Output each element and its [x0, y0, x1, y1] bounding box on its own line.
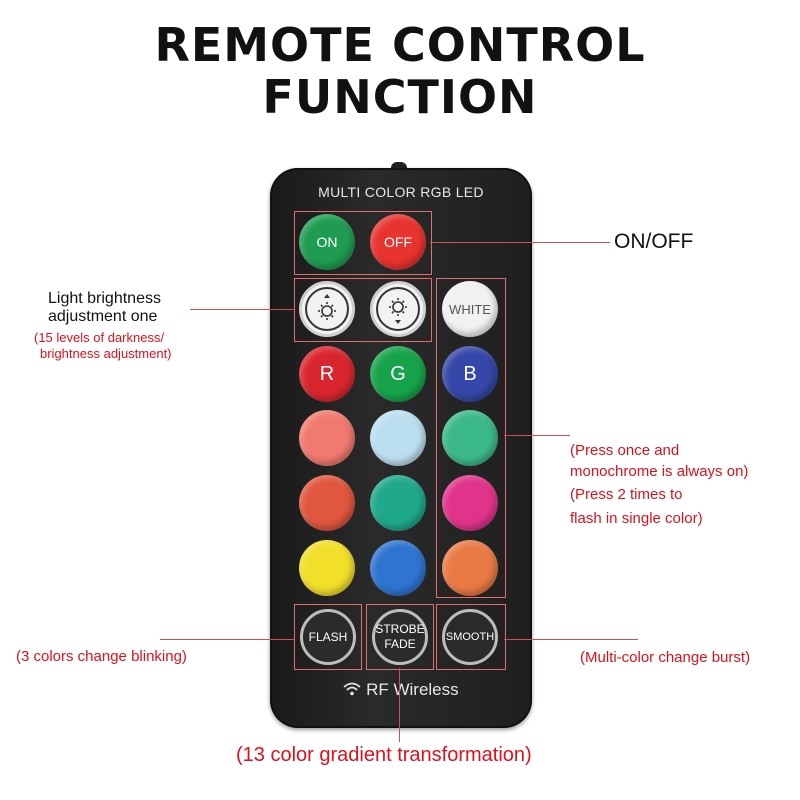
title-line-2: FUNCTION	[262, 70, 538, 124]
brightness-up-icon	[318, 294, 336, 320]
smooth-leader	[504, 639, 638, 640]
smooth-note: (Multi-color change burst)	[580, 649, 751, 666]
brightness-leader	[190, 309, 294, 310]
off-label: OFF	[384, 234, 412, 250]
brightness-box	[294, 278, 432, 342]
wireless-icon	[343, 682, 361, 696]
color-button[interactable]	[370, 540, 426, 596]
r-label: R	[319, 362, 335, 385]
color-button[interactable]	[442, 475, 498, 531]
onoff-annotation: ON/OFF	[614, 230, 694, 253]
on-label: ON	[316, 234, 338, 250]
color-grid-box	[436, 278, 506, 598]
press-note-1: (Press once and	[570, 442, 680, 459]
flash-box	[294, 604, 362, 670]
brightness-note-2: brightness adjustment)	[40, 346, 172, 361]
color-button[interactable]	[442, 410, 498, 466]
rf-wireless-label-wrap: RF Wireless	[270, 680, 532, 700]
brightness-title-1: Light brightness	[48, 290, 161, 307]
off-button[interactable]: OFF	[370, 214, 426, 270]
brightness-up-button[interactable]	[299, 281, 355, 337]
green-button[interactable]: G	[370, 346, 426, 402]
fade-label: FADE	[384, 637, 416, 651]
blue-button[interactable]: B	[442, 346, 498, 402]
smooth-button[interactable]: SMOOTH	[442, 609, 498, 665]
onoff-box	[294, 211, 432, 275]
color-button[interactable]	[370, 475, 426, 531]
strobe-box	[366, 604, 434, 670]
press-note-2: monochrome is always on)	[570, 463, 749, 480]
gradient-note: (13 color gradient transformation)	[236, 744, 532, 766]
flash-note: (3 colors change blinking)	[16, 648, 187, 665]
red-button[interactable]: R	[299, 346, 355, 402]
brightness-note-1: (15 levels of darkness/	[34, 330, 165, 345]
color-button[interactable]	[370, 410, 426, 466]
flash-button[interactable]: FLASH	[300, 609, 356, 665]
remote-notch	[391, 162, 407, 172]
title-line-1: REMOTE CONTROL	[154, 18, 646, 72]
flash-leader	[160, 639, 294, 640]
brightness-down-icon	[389, 298, 407, 324]
gradient-leader	[399, 668, 400, 742]
color-button[interactable]	[299, 475, 355, 531]
brightness-down-button[interactable]	[370, 281, 426, 337]
white-label: WHITE	[449, 301, 491, 317]
press-note-4: flash in single color)	[570, 510, 703, 527]
b-label: B	[463, 362, 477, 385]
brightness-title-2: adjustment one	[48, 308, 158, 325]
white-button[interactable]: WHITE	[442, 281, 498, 337]
smooth-box	[436, 604, 506, 670]
rf-wireless-label: RF Wireless	[366, 680, 459, 699]
onoff-leader	[430, 242, 610, 243]
smooth-label: SMOOTH	[445, 630, 495, 643]
color-grid-leader	[504, 435, 570, 436]
color-button[interactable]	[299, 540, 355, 596]
on-button[interactable]: ON	[299, 214, 355, 270]
remote-brand: MULTI COLOR RGB LED	[318, 184, 484, 200]
strobe-fade-button[interactable]: STROBE FADE	[372, 609, 428, 665]
strobe-label: STROBE	[375, 622, 425, 636]
color-button[interactable]	[299, 410, 355, 466]
press-note-3: (Press 2 times to	[570, 486, 683, 503]
color-button[interactable]	[442, 540, 498, 596]
flash-label: FLASH	[308, 629, 348, 644]
g-label: G	[390, 362, 406, 385]
